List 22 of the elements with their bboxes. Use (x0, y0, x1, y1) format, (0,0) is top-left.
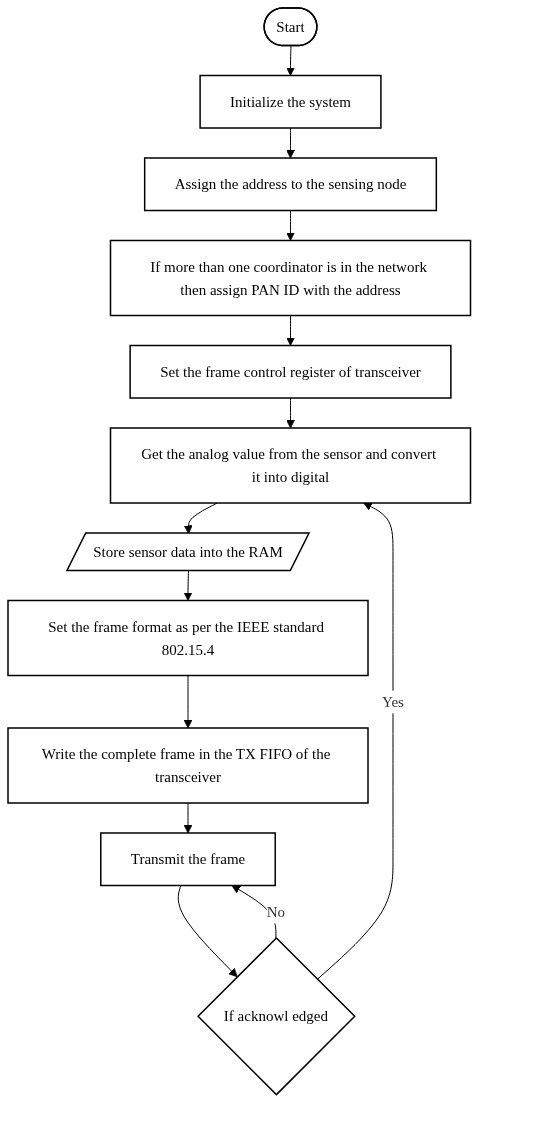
arrow (316, 502, 394, 980)
arrow (183, 570, 193, 601)
arrow (183, 675, 193, 729)
arrow (183, 802, 193, 834)
node-box: Set the frame format as per the IEEE standard 802.15.4 (7, 599, 369, 677)
node-box: Set the frame control register of transceiver (129, 344, 452, 399)
node-box: If more than one coordinator is in the network then assign PAN ID with the address (109, 239, 472, 317)
node-box: Get the analog value from the sensor and convert it into digital (109, 427, 472, 504)
arrow (177, 885, 238, 978)
node-box: Assign the address to the sensing node (143, 157, 438, 212)
arrow (286, 210, 295, 241)
edge-label: Yes (382, 693, 404, 710)
arrow (286, 315, 295, 346)
arrow (286, 397, 295, 429)
node-diamond: If acknowl edged (197, 936, 356, 1096)
node-box: Initialize the system (199, 74, 382, 129)
node-box: Transmit the frame (100, 832, 276, 887)
arrow (231, 885, 277, 939)
arrow (286, 127, 295, 159)
node-box: Write the complete frame in the TX FIFO of the transceiver (7, 727, 369, 804)
edge-label: No (266, 903, 286, 920)
arrow (286, 45, 295, 76)
